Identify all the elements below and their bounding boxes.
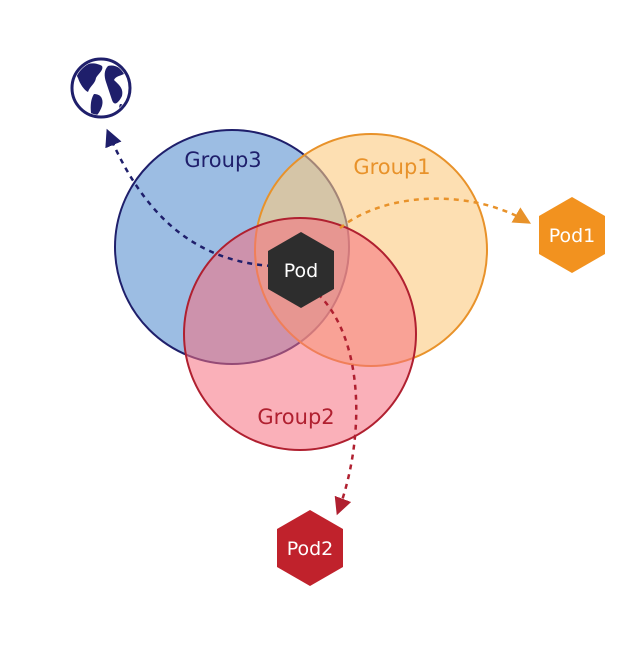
center-pod[interactable]: Pod: [268, 232, 334, 308]
pod2-hexagon: [277, 510, 343, 586]
group1-label: Group1: [353, 155, 430, 179]
pod1-node[interactable]: Pod1: [539, 197, 605, 273]
group3-label: Group3: [184, 148, 261, 172]
center-pod-hexagon: [268, 232, 334, 308]
center-pod-label: Pod: [284, 260, 318, 282]
group2-label: Group2: [257, 405, 334, 429]
arrow-to-internet: [105, 128, 273, 268]
pod2-label: Pod2: [287, 538, 334, 560]
pod2-node[interactable]: Pod2: [277, 510, 343, 586]
group2-circle: [183, 217, 417, 451]
arrow-to-pod1: [339, 197, 532, 229]
pod1-label: Pod1: [549, 225, 596, 247]
globe-icon: [70, 57, 132, 119]
pod1-hexagon: [539, 197, 605, 273]
